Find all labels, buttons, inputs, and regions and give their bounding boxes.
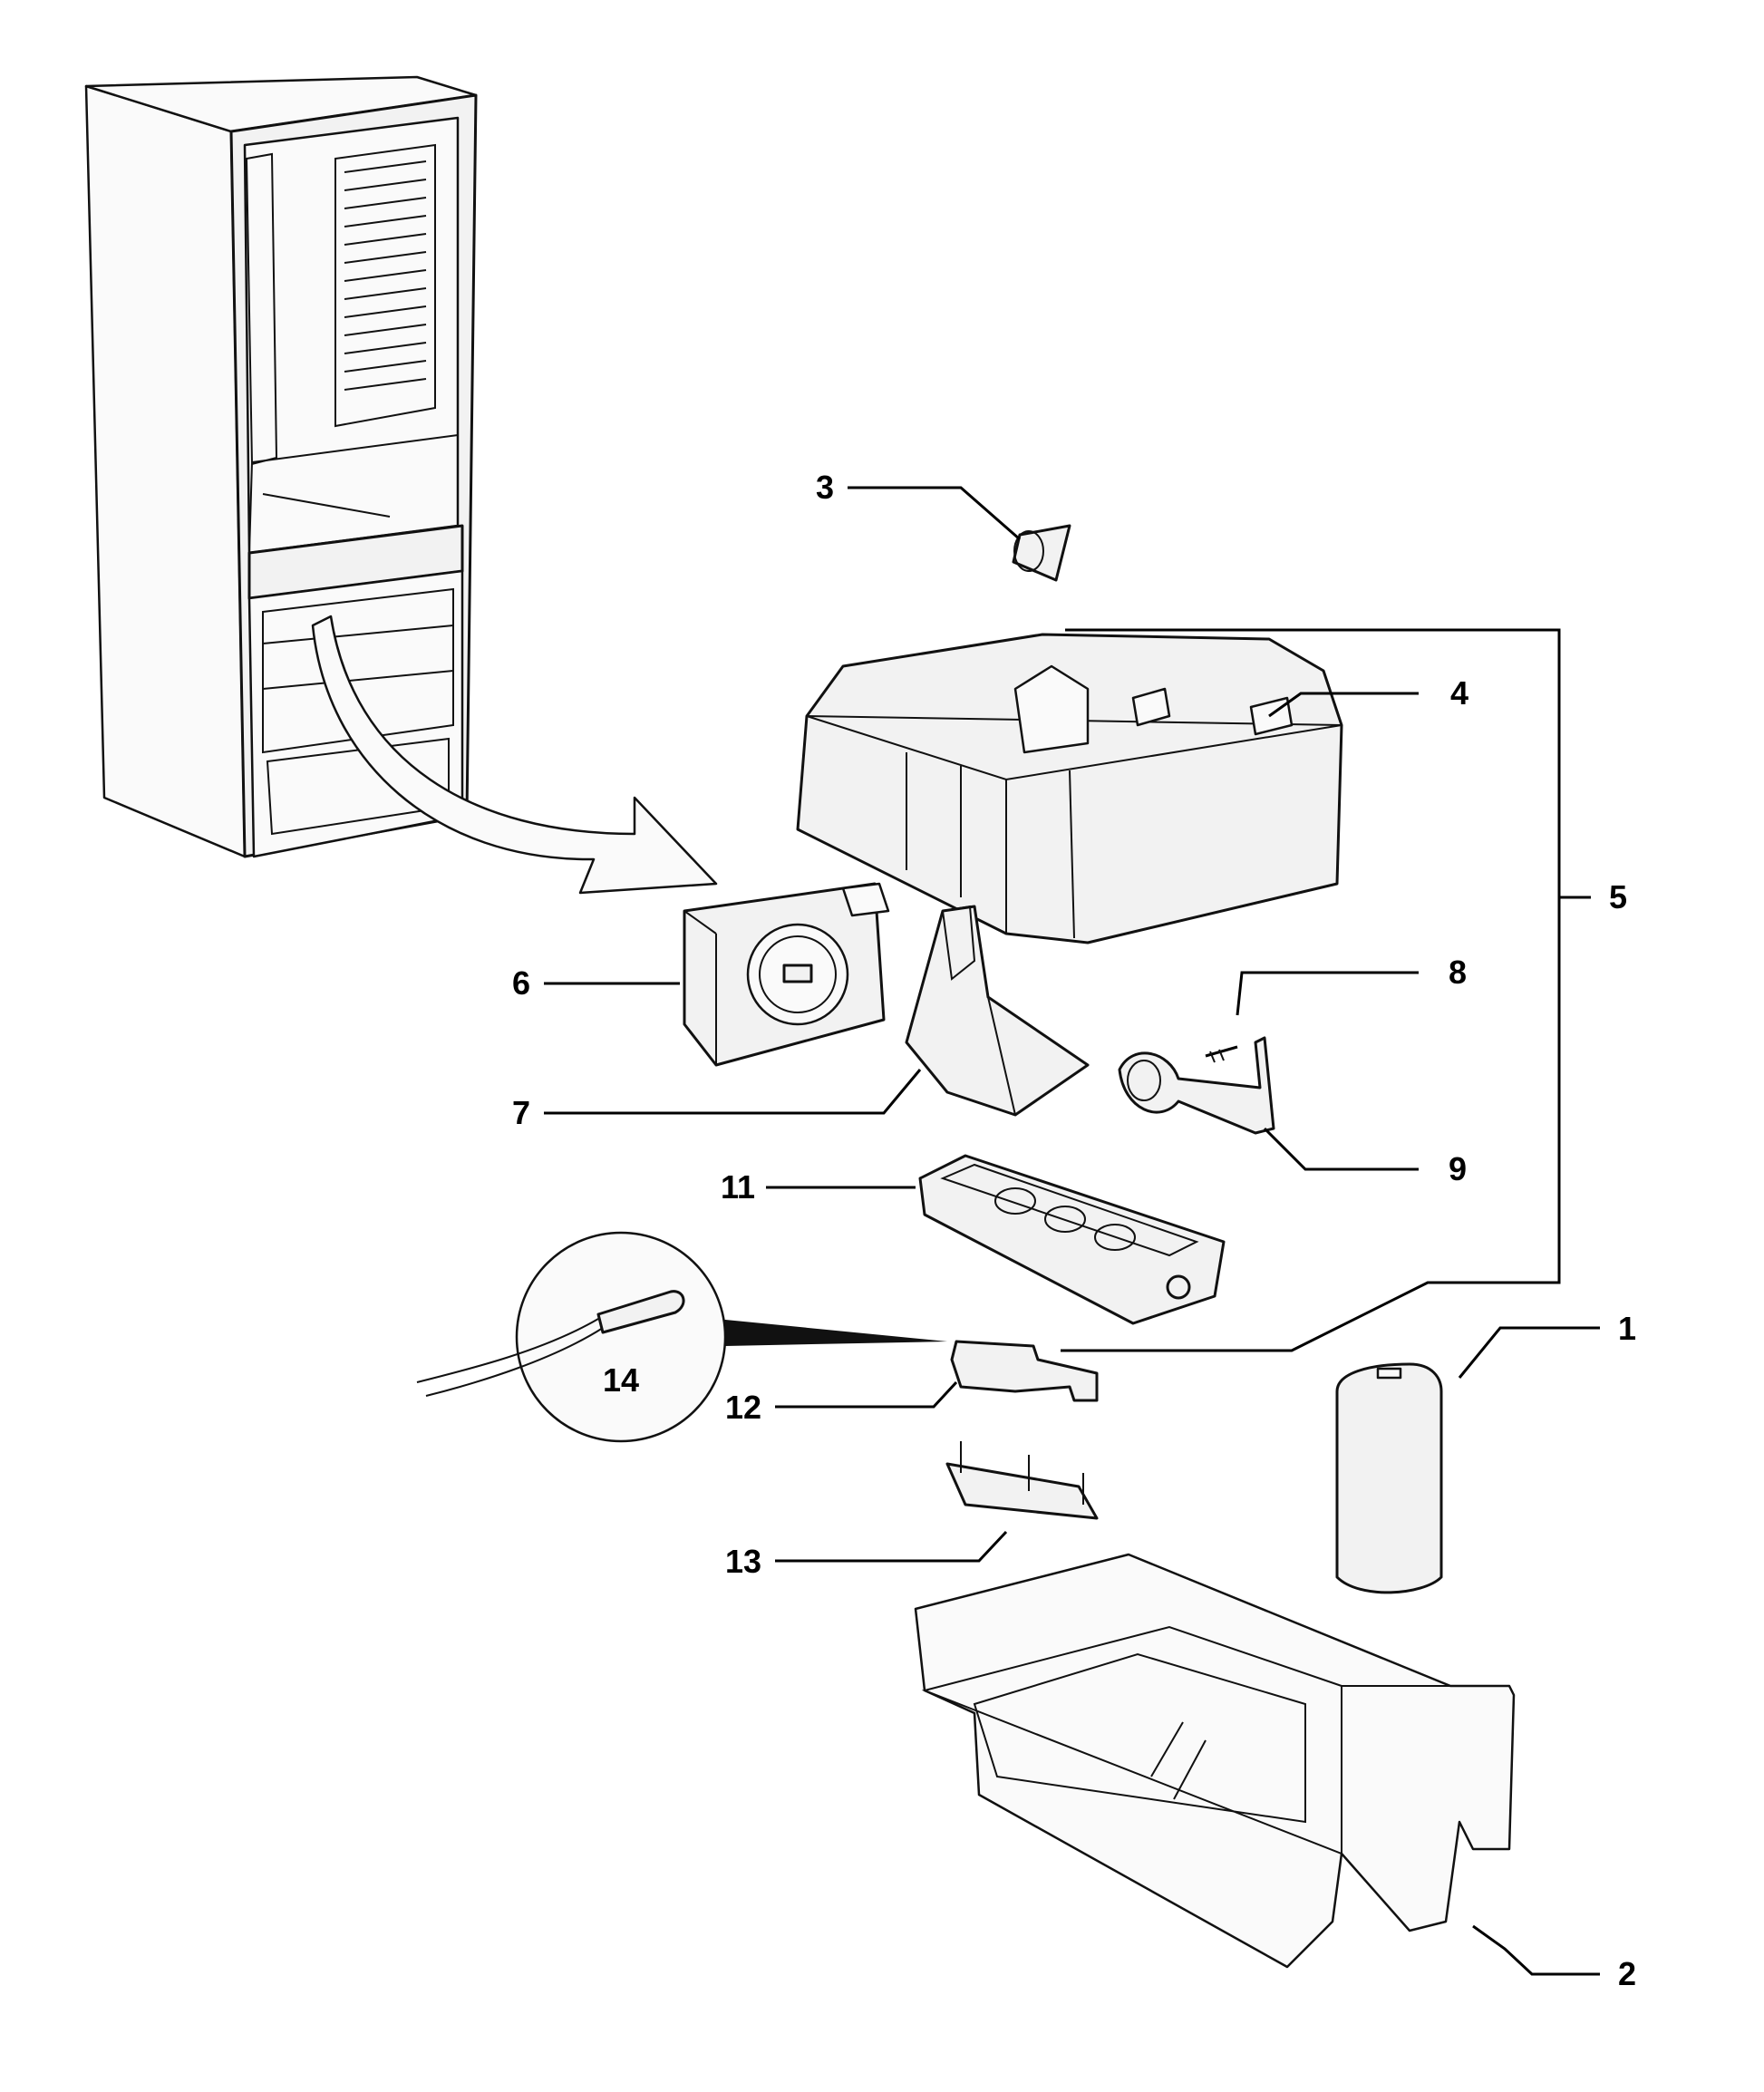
callout-14: 14 xyxy=(603,1361,639,1399)
callout-2: 2 xyxy=(1618,1955,1636,1992)
part-6-motor-module xyxy=(683,882,890,1067)
part-13-clip xyxy=(945,1441,1099,1520)
part-9-feeler-arm xyxy=(1118,1036,1275,1135)
callout-9: 9 xyxy=(1449,1150,1467,1187)
part-4-ice-maker-cover xyxy=(796,633,1343,944)
callout-11: 11 xyxy=(721,1168,755,1206)
callout-5: 5 xyxy=(1609,878,1627,915)
callout-6: 6 xyxy=(512,964,530,1002)
callout-4: 4 xyxy=(1450,674,1468,712)
callout-labels: 3 4 5 6 7 8 9 11 12 13 14 1 2 xyxy=(512,469,1636,1992)
part-7-ejector-arm xyxy=(905,905,1090,1117)
part-8-screw xyxy=(1205,1045,1238,1063)
leader-lines xyxy=(544,486,1600,1976)
callout-3: 3 xyxy=(816,469,834,506)
part-3-cap xyxy=(1012,524,1071,582)
part-11-ice-tray xyxy=(918,1154,1226,1325)
callout-7: 7 xyxy=(512,1094,530,1131)
part-2-ice-bucket xyxy=(914,1553,1516,1969)
callout-8: 8 xyxy=(1449,954,1467,991)
callout-13: 13 xyxy=(725,1543,761,1580)
refrigerator-illustration xyxy=(84,75,718,895)
part-1-cover xyxy=(1335,1362,1443,1594)
callout-1: 1 xyxy=(1618,1310,1636,1347)
part-12-bracket xyxy=(950,1340,1099,1402)
part-14-sensor-inset xyxy=(416,1231,947,1443)
callout-12: 12 xyxy=(725,1389,761,1426)
